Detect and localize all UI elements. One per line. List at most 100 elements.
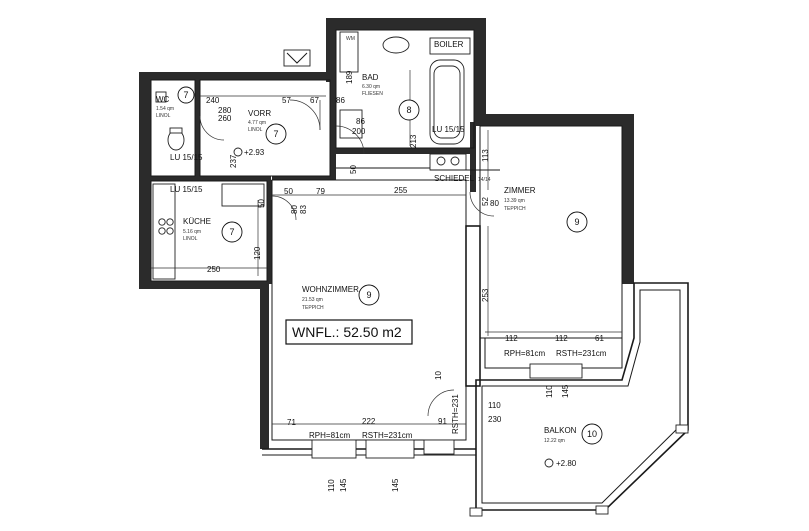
chimney-flue-1 (436, 156, 446, 166)
bottom-wall (262, 363, 583, 459)
badge-living (358, 284, 380, 306)
door-arc-entrance (289, 99, 321, 131)
dim-10: 10 (434, 371, 443, 380)
dim-91: 91 (438, 417, 447, 426)
dim-110c: 110 (327, 479, 336, 492)
badge-balcony (581, 423, 603, 445)
badge-living-text: 9 (366, 290, 371, 300)
note-living-rph: RPH=81cm (309, 431, 350, 440)
door-arc-balcony (427, 389, 455, 417)
room-outlines (150, 29, 623, 441)
room-area-kitchen: 5.16 qm (183, 229, 201, 235)
stove-burner-4 (166, 227, 174, 235)
level-balcony: +2.80 (556, 459, 577, 468)
dim-86b: 86 (356, 117, 365, 126)
dim-57: 57 (282, 96, 291, 105)
dim-145b: 145 (339, 478, 348, 492)
room-name-bad: BAD (362, 73, 379, 82)
balcony (469, 282, 689, 517)
room-floor-living: TEPPICH (302, 305, 324, 311)
stove-burner-3 (158, 227, 166, 235)
room-area-balcony: 12.22 qm (544, 438, 565, 444)
wall-bad-vorr (330, 80, 336, 180)
label-schiedel-size: 14/14 (478, 177, 491, 183)
dim-113: 113 (481, 149, 490, 162)
area-box (285, 319, 413, 345)
level-vorr: +2.93 (244, 148, 265, 157)
vorr-outline (199, 79, 331, 177)
entrance-icon (283, 49, 311, 67)
dimension-lines (151, 70, 622, 425)
room-name-kitchen: KÜCHE (183, 217, 211, 226)
exterior-walls (139, 18, 634, 449)
dim-83: 83 (299, 205, 308, 214)
kitchen-outline (150, 180, 268, 282)
room-area-bad: 6.30 qm (362, 84, 380, 90)
dim-110a: 110 (545, 385, 554, 398)
wc-sink-icon (155, 91, 167, 103)
room-floor-zimmer: TEPPICH (504, 206, 526, 212)
dim-240a: 240 (206, 96, 220, 105)
badge-kitchen (221, 221, 243, 243)
room-area-vorr: 4.77 qm (248, 120, 266, 126)
dim-80b: 80 (490, 199, 499, 208)
dim-250: 250 (207, 265, 221, 274)
wall-hall-zimmer (470, 122, 476, 192)
room-area-living: 21.53 qm (302, 297, 323, 303)
dim-213: 213 (409, 134, 418, 148)
wall-left (139, 72, 151, 285)
level-marker-vorr-icon (233, 147, 243, 157)
room-floor-bad: FLIESEN (362, 91, 383, 97)
boiler-icon (429, 37, 471, 55)
dimension-numbers: 240 260 280 57 67 86 86 200 189 213 50 5… (206, 70, 604, 492)
label-lu-wc: LU 15/15 (170, 153, 203, 162)
window-zimmer (529, 363, 583, 379)
bad-toilet-icon (339, 109, 363, 139)
room-area-wc: 1.54 qm (156, 106, 174, 112)
wall-zimmer-top (474, 114, 634, 126)
wall-zimmer-right (622, 114, 634, 284)
note-living-rsth: RSTH=231cm (362, 431, 413, 440)
room-name-balcony: BALKON (544, 426, 577, 435)
dim-253: 253 (481, 288, 490, 302)
dim-67: 67 (310, 96, 319, 105)
total-area: WNFL.: 52.50 m2 (285, 319, 413, 345)
badge-wc-text: 7 (183, 90, 188, 100)
dim-189: 189 (345, 70, 354, 84)
dim-79: 79 (316, 187, 325, 196)
balcony-inner (481, 289, 681, 504)
wall-kitchen-bottom (139, 281, 267, 289)
label-boiler: BOILER (434, 40, 464, 49)
dim-112b: 112 (555, 334, 568, 343)
note-zimmer-rsth: RSTH=231cm (556, 349, 607, 358)
dim-280: 280 (218, 106, 232, 115)
badge-kitchen-text: 7 (229, 227, 234, 237)
badge-zimmer-text: 9 (574, 217, 579, 227)
note-zimmer-rph: RPH=81cm (504, 349, 545, 358)
dim-200: 200 (352, 127, 366, 136)
doors (199, 99, 495, 417)
window-bottom-door (423, 439, 455, 455)
badge-bad (398, 99, 420, 121)
dim-86a: 86 (336, 96, 345, 105)
area-label: WNFL.: 52.50 m2 (292, 324, 402, 340)
entrance-arrow-icon (286, 52, 308, 64)
room-floor-wc: LINOL (156, 113, 171, 119)
wall-vorr-bottom (272, 176, 332, 180)
bathtub-inner (433, 65, 461, 139)
label-lu-kitchen: LU 15/15 (170, 185, 203, 194)
bad-sink-icon (382, 36, 410, 54)
wall-bad-bottom (336, 148, 476, 154)
dim-112a: 112 (505, 334, 518, 343)
kitchen-sink (221, 183, 265, 207)
label-lu-bad: LU 15/15 (432, 125, 465, 134)
room-floor-vorr: LINOL (248, 127, 263, 133)
wall-bad-right (474, 18, 486, 123)
dim-80a: 80 (290, 205, 299, 214)
door-arc-wc (199, 115, 225, 141)
dim-255: 255 (394, 186, 408, 195)
note-door-rsth: RSTH=231 (451, 394, 460, 434)
dim-50a: 50 (349, 165, 358, 174)
window-bottom-left (311, 439, 357, 459)
label-schiedel: SCHIEDEL (434, 174, 475, 183)
